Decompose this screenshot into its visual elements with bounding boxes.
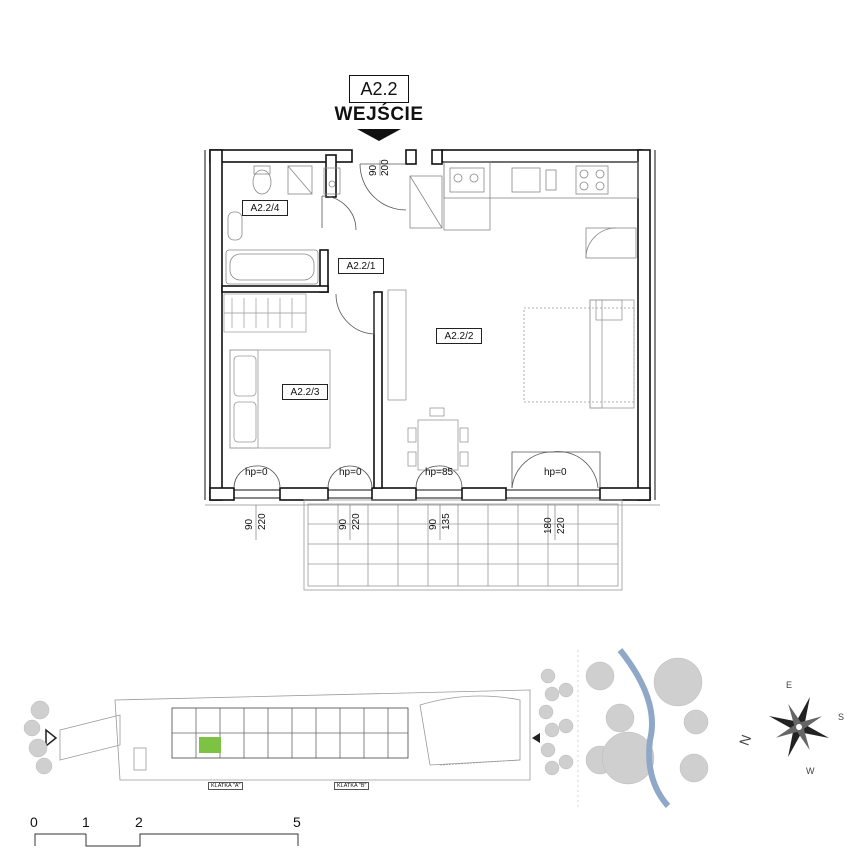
- threshold-label: hp=0: [544, 467, 567, 478]
- bathroom-fixtures: [225, 165, 341, 285]
- opening-width: 90: [338, 518, 349, 530]
- stair-a-label: KLATKA "A": [208, 782, 244, 790]
- entrance-door-width: 90: [368, 164, 379, 176]
- entrance-label: WEJŚCIE: [334, 104, 424, 125]
- scale-mark-1: 1: [82, 814, 90, 830]
- opening-height: 220: [351, 513, 362, 530]
- scale-mark-0: 0: [30, 814, 38, 830]
- site-arrow-icon: [45, 728, 58, 748]
- compass-west: W: [806, 766, 815, 776]
- trees: [23, 657, 709, 785]
- unit-code-box: A2.2: [349, 75, 409, 103]
- opening-height: 220: [556, 517, 567, 534]
- opening-width: 90: [244, 518, 255, 530]
- windows: [233, 489, 601, 499]
- site-plan: [59, 689, 531, 781]
- kitchen: [409, 161, 639, 259]
- threshold-label: hp=0: [245, 467, 268, 478]
- stair-b-label: KLATKA "B": [334, 782, 370, 790]
- bed: [229, 349, 331, 449]
- opening-height: 135: [441, 513, 452, 530]
- threshold-label: hp=0: [339, 467, 362, 478]
- dimension-lines: [255, 160, 556, 540]
- opening-height: 220: [257, 513, 268, 530]
- scale-mark-2: 2: [135, 814, 143, 830]
- room-tag-a2-2-1: A2.2/1: [338, 258, 384, 274]
- living-furniture: [387, 289, 635, 471]
- room-tag-a2-2-2: A2.2/2: [436, 328, 482, 344]
- opening-width: 90: [428, 518, 439, 530]
- unit-code: A2.2: [360, 78, 398, 99]
- entrance-arrow-icon: [357, 129, 401, 141]
- compass-south: S: [838, 712, 845, 722]
- opening-width: 180: [543, 517, 554, 534]
- compass-east: E: [786, 680, 793, 690]
- threshold-label: hp=85: [425, 467, 454, 478]
- scale-bar: [34, 833, 299, 847]
- door-swings: [233, 163, 601, 489]
- wardrobe: [223, 293, 307, 333]
- scale-mark-5: 5: [293, 814, 301, 830]
- site-entry-marker-icon: [532, 733, 540, 743]
- room-tag-a2-2-4: A2.2/4: [242, 200, 288, 216]
- balcony: [303, 499, 623, 591]
- room-tag-a2-2-3: A2.2/3: [282, 384, 328, 400]
- river: [617, 648, 671, 808]
- selected-unit-highlight: [199, 737, 221, 753]
- compass-rose-icon: [768, 696, 830, 758]
- entrance-door-height: 200: [380, 159, 391, 176]
